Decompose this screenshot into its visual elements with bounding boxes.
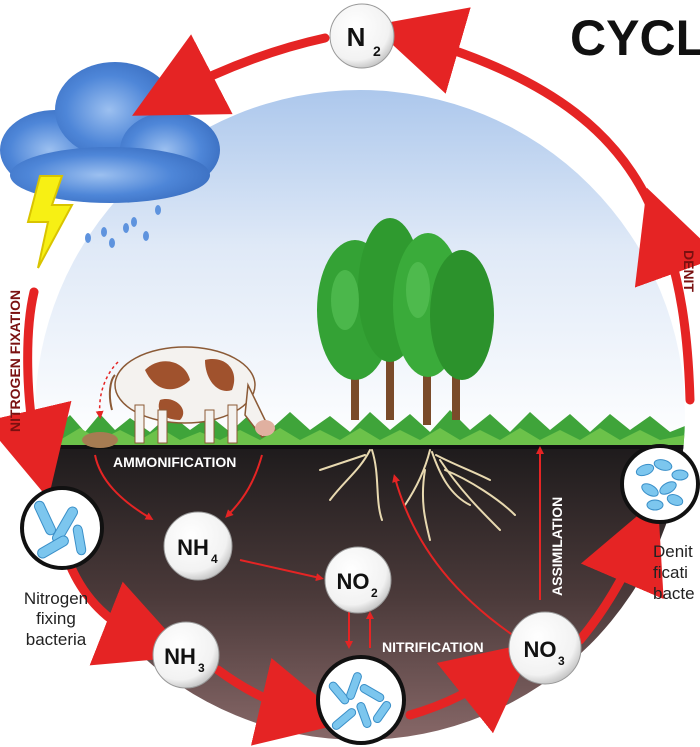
- label-nitrification: NITRIFICATION: [382, 639, 484, 655]
- svg-text:NO: NO: [524, 637, 557, 662]
- svg-text:NO: NO: [337, 569, 370, 594]
- process-arrows: [94, 446, 544, 649]
- svg-text:bacteria: bacteria: [26, 630, 87, 649]
- node-nh3: NH 3: [152, 621, 220, 689]
- rain-drops: [85, 205, 161, 248]
- trees: [317, 218, 494, 425]
- svg-text:4: 4: [211, 552, 218, 566]
- node-no3: NO 3: [508, 611, 582, 685]
- ground-line: [35, 445, 685, 449]
- svg-text:NH: NH: [164, 644, 196, 669]
- svg-text:3: 3: [198, 661, 205, 675]
- arrow-fixation-down: [0, 287, 72, 499]
- label-ammonification: AMMONIFICATION: [113, 454, 236, 470]
- svg-text:3: 3: [558, 654, 565, 668]
- node-no2: NO 2: [324, 546, 392, 614]
- grass-highlight: [35, 428, 685, 447]
- nitrogen-fixing-bacteria-label: Nitrogen fixing bacteria: [24, 589, 88, 649]
- svg-text:2: 2: [373, 43, 381, 59]
- page-title: CYCL: [570, 10, 700, 66]
- svg-text:Denit: Denit: [653, 542, 693, 561]
- svg-text:2: 2: [371, 586, 378, 600]
- svg-text:NH: NH: [177, 535, 209, 560]
- manure: [82, 432, 118, 448]
- arrow-denit-bacteria-up: [634, 187, 700, 405]
- node-nh4: NH 4: [163, 511, 233, 581]
- label-denitrification: DENIT: [681, 250, 697, 292]
- svg-text:fixing: fixing: [36, 609, 76, 628]
- cycle-arrows: [0, 7, 700, 746]
- arrow-n2-to-cloud: [132, 33, 330, 116]
- svg-text:N: N: [347, 22, 366, 52]
- rain-cloud: [0, 62, 220, 203]
- lightning-bolt-icon: [26, 175, 74, 269]
- svg-text:Nitrogen: Nitrogen: [24, 589, 88, 608]
- bacteria-circle-fixing: [20, 486, 104, 570]
- svg-text:bacte: bacte: [653, 584, 695, 603]
- label-nitrogen-fixation: NITROGEN FIXATION: [7, 290, 23, 432]
- arrow-no3-to-denit-bacteria: [575, 498, 664, 645]
- bacteria-circle-nitrifying: [316, 655, 406, 745]
- svg-text:ficati: ficati: [653, 563, 688, 582]
- arrow-nh3-to-bacteria: [213, 657, 349, 746]
- node-n2: N 2: [329, 3, 395, 69]
- cow: [108, 346, 277, 444]
- arrow-bacteria-to-no3: [405, 641, 536, 734]
- bacteria-circle-denitrifying: [620, 444, 700, 524]
- denitrifying-bacteria-label: Denit ficati bacte: [653, 542, 695, 603]
- tree-roots: [319, 449, 516, 541]
- arrow-bacteria-to-nh3: [65, 560, 190, 666]
- arrow-denitrification-to-n2: [371, 7, 655, 210]
- label-assimilation: ASSIMILATION: [549, 497, 565, 596]
